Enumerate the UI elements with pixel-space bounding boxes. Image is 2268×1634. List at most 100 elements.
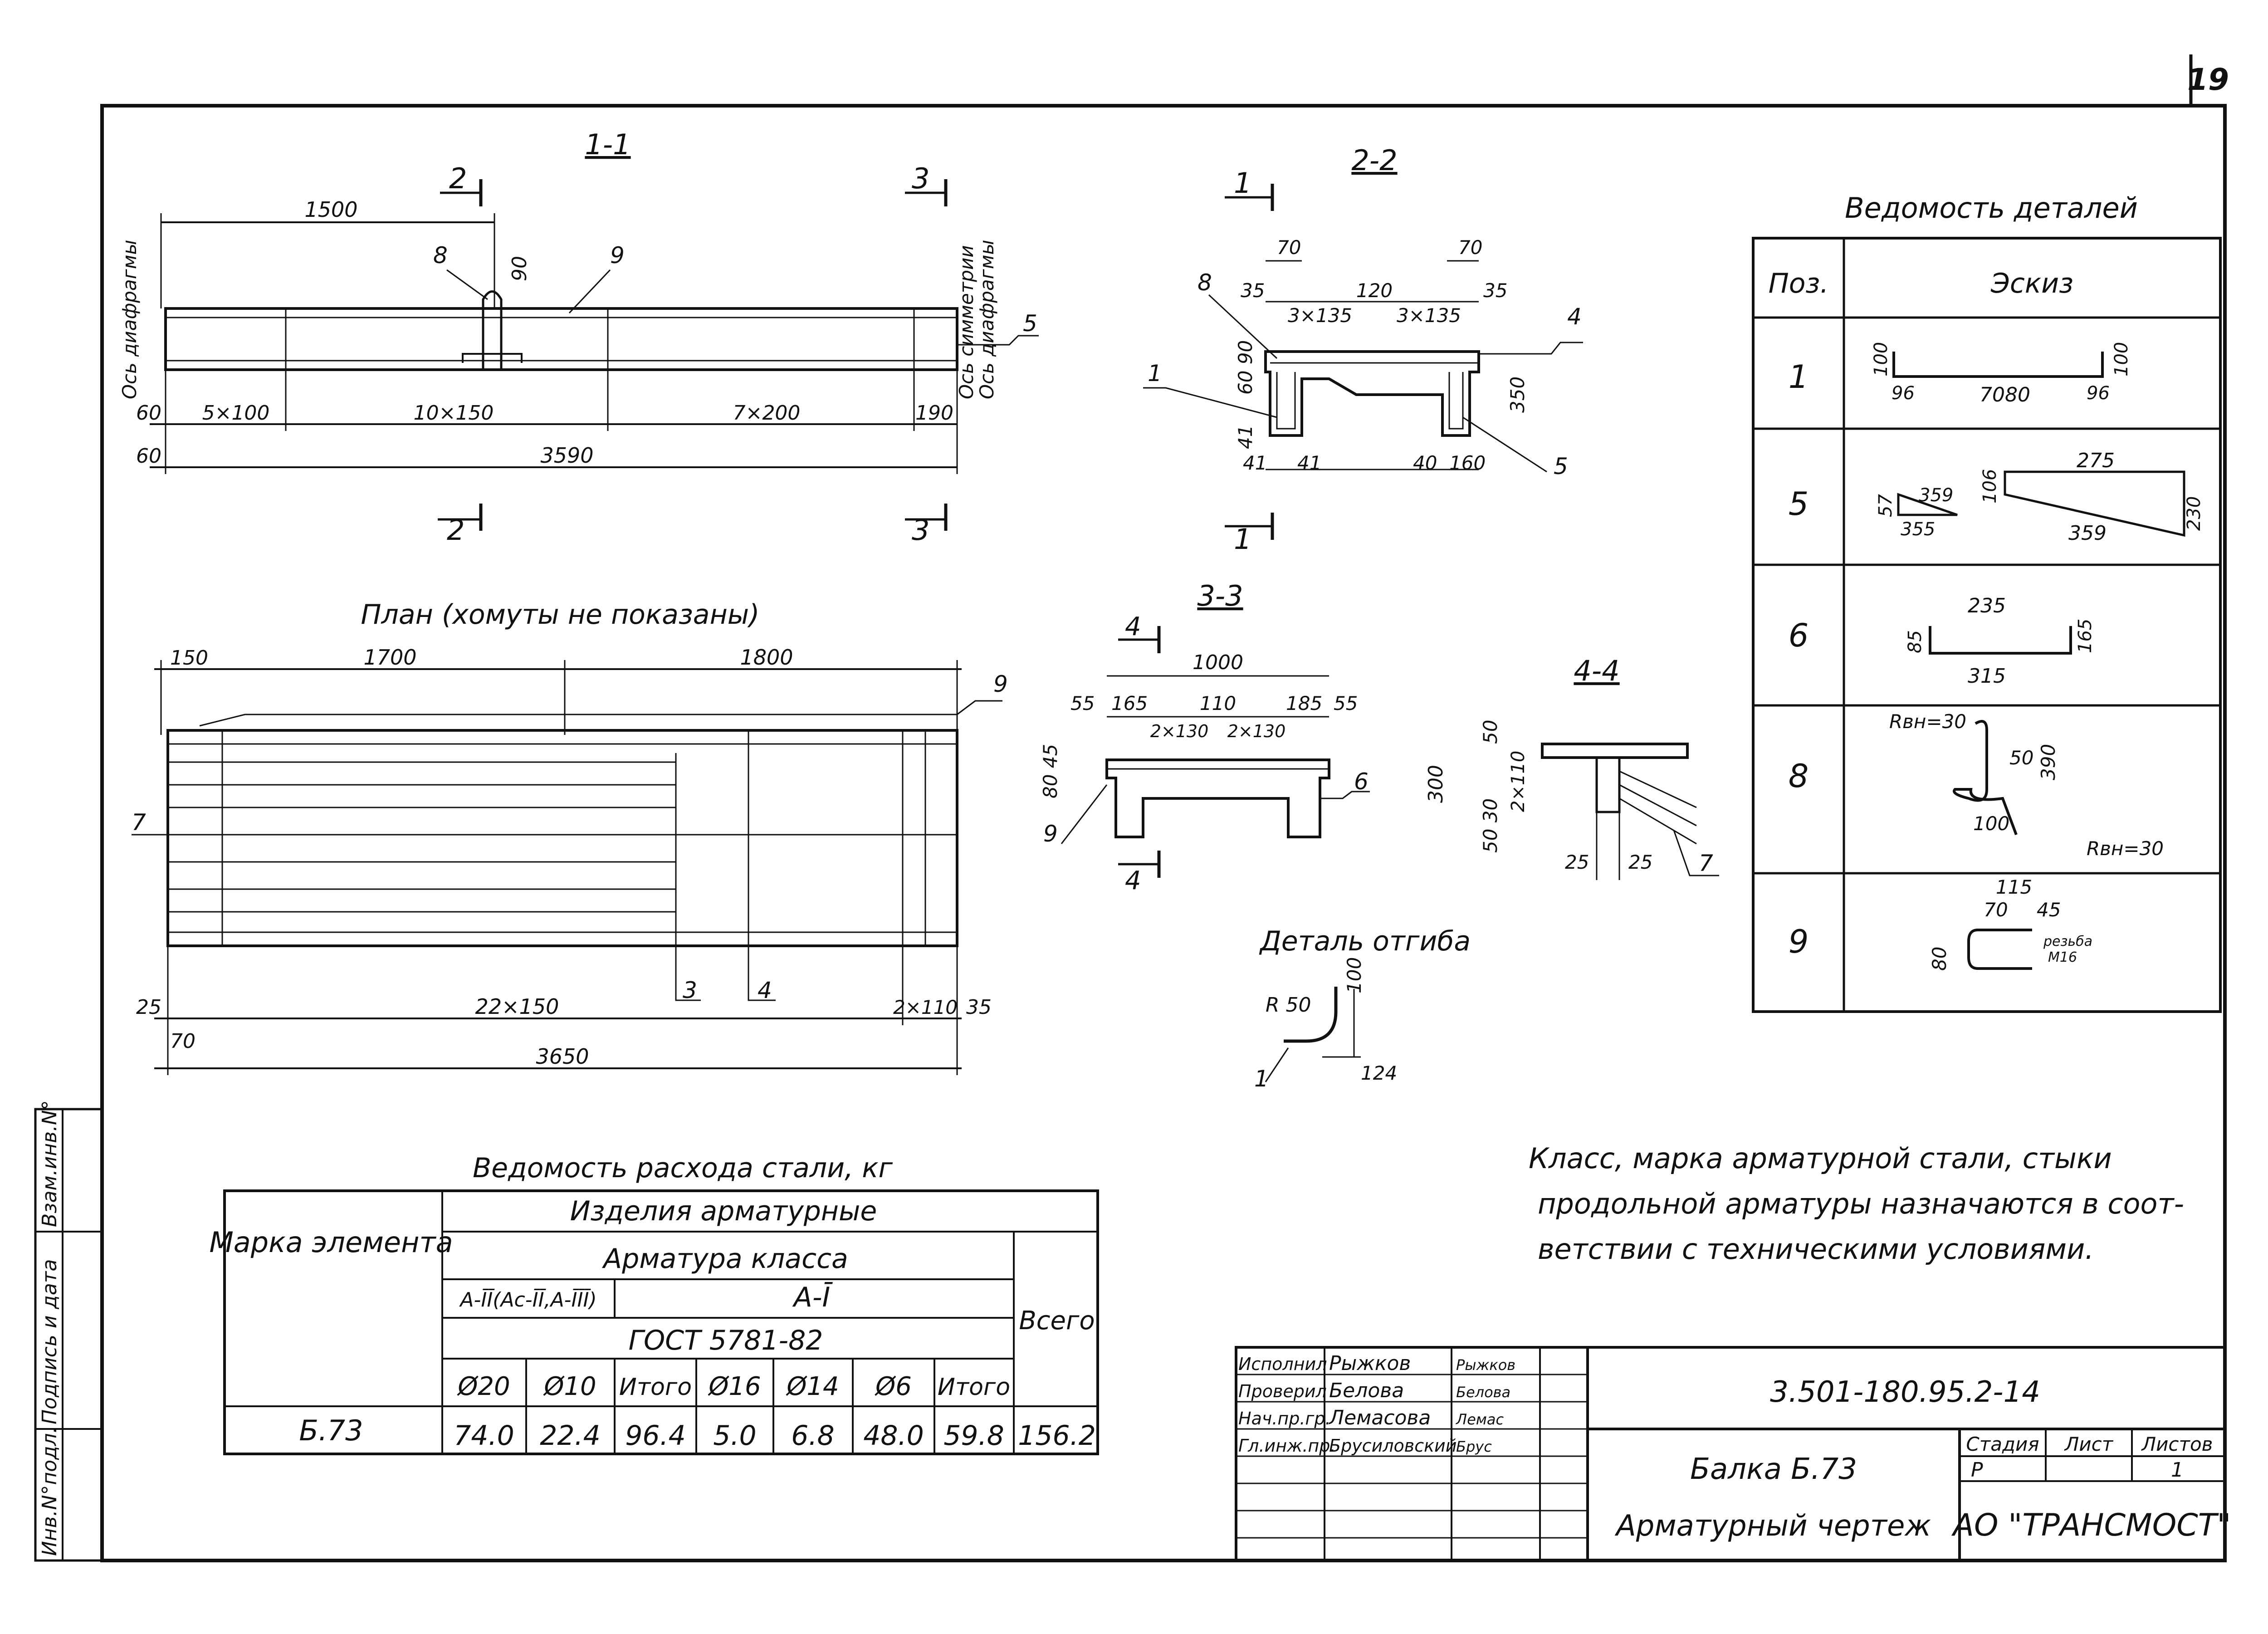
section-2-2-title: 2-2	[1351, 144, 1397, 177]
dim: 100	[2111, 342, 2132, 377]
details-row-pos: 1	[1789, 358, 1809, 396]
pos-8: 8	[433, 242, 448, 269]
dim-3650: 3650	[536, 1044, 589, 1069]
dim: 359	[1919, 485, 1953, 506]
dim: 100	[1973, 812, 2009, 835]
dim: 96	[2087, 383, 2110, 404]
side-vzam-inv: Взам.инв.N°	[38, 1100, 61, 1227]
tb-element-name: Балка Б.73	[1690, 1453, 1857, 1486]
section-4-4-title: 4-4	[1574, 654, 1619, 687]
plan-view: План (хомуты не показаны) 150 1700 1800 …	[132, 599, 1008, 1075]
steel-col: Итого	[619, 1374, 692, 1401]
bend-r50: R 50	[1266, 993, 1311, 1017]
dim-5x100: 5×100	[202, 401, 270, 425]
dim-35: 35	[966, 996, 992, 1019]
dim-3x135-b: 3×135	[1397, 304, 1461, 327]
details-row-pos: 5	[1789, 485, 1809, 523]
dim-60-90: 60 90	[1234, 340, 1256, 395]
axis-symmetry: Ось симметрии	[955, 245, 978, 399]
details-row-pos: 6	[1789, 617, 1809, 654]
details-header-sketch: Эскиз	[1990, 268, 2073, 299]
cut-4-top: 4	[1125, 612, 1141, 641]
dim-60-a: 60	[136, 401, 161, 425]
tb-stage: Р	[1971, 1458, 1983, 1482]
steel-value: 5.0	[713, 1420, 756, 1452]
dim: 50	[2009, 747, 2033, 769]
dim-41-a: 41	[1243, 452, 1267, 474]
dim-41-b: 41	[1297, 452, 1321, 474]
dim-25: 25	[136, 996, 161, 1019]
pos-3: 3	[683, 977, 697, 1003]
dim-40: 40	[1413, 452, 1437, 474]
tb-role: Проверил	[1238, 1381, 1327, 1401]
dim: 390	[2037, 744, 2059, 780]
steel-col: Ø16	[708, 1372, 761, 1401]
steel-total-header: Всего	[1019, 1306, 1095, 1336]
dim-3590: 3590	[540, 443, 593, 468]
section-4-4: 4-4 300 50 2×110 50 30 25 25 7	[1424, 654, 1719, 880]
tb-role: Нач.пр.гр.	[1238, 1409, 1331, 1429]
sheet-frame	[100, 54, 2227, 1562]
details-row-pos: 8	[1789, 758, 1809, 795]
sketch-pos-9	[1967, 929, 2032, 970]
bend-detail-title: Деталь отгиба	[1259, 925, 1471, 957]
pos-1: 1	[1148, 360, 1162, 386]
dim-70-a: 70	[1277, 236, 1301, 259]
dim: 100	[1871, 342, 1892, 377]
pos-9: 9	[1043, 821, 1058, 847]
steel-value: 59.8	[943, 1420, 1004, 1452]
steel-row-mark: Б.73	[299, 1414, 363, 1447]
dim-80-45: 80 45	[1039, 744, 1061, 798]
steel-mark-header: Марка элемента	[209, 1226, 453, 1259]
pos-9: 9	[610, 242, 625, 269]
dim: резьба	[2043, 934, 2092, 949]
dim-2x110: 2×110	[1508, 751, 1529, 812]
sketch-pos-8	[1953, 720, 2018, 836]
cut-2-top: 2	[449, 162, 467, 195]
dim-2x130-a: 2×130	[1150, 721, 1209, 741]
details-header-pos: Поз.	[1769, 268, 1829, 299]
dim: 7080	[1980, 383, 2030, 406]
dim-22x150: 22×150	[475, 994, 559, 1019]
tb-stage-label: Стадия	[1966, 1433, 2039, 1455]
sketch-pos-5-b	[2004, 470, 2185, 537]
dim: 165	[2075, 619, 2096, 653]
section-3-3-title: 3-3	[1197, 579, 1243, 612]
dim-50-a: 50	[1479, 720, 1501, 744]
steel-class-a2: А-ĪĪ(Ас-ĪĪ,А-ĪĪĪ)	[459, 1288, 596, 1311]
tb-sheet-label: Лист	[2064, 1433, 2114, 1455]
dim: 230	[2184, 496, 2204, 531]
dim-2x130-b: 2×130	[1227, 721, 1286, 741]
dim-25-b: 25	[1628, 851, 1652, 873]
section-3-3: 3-3 4 4 1000 55 165 110 185 55 2×130 2×1…	[1039, 579, 1370, 895]
tb-signature: Белова	[1456, 1384, 1510, 1401]
pos-6: 6	[1354, 768, 1369, 795]
dim-2x110: 2×110	[893, 996, 958, 1018]
bend-pos-1: 1	[1254, 1066, 1269, 1092]
steel-table: Ведомость расхода стали, кг Марка элемен…	[209, 1152, 1099, 1455]
tb-sheets: 1	[2171, 1458, 2184, 1482]
tb-designation: 3.501-180.95.2-14	[1770, 1375, 2040, 1409]
tb-signature: Лемас	[1456, 1411, 1504, 1428]
steel-value: 6.8	[791, 1420, 834, 1452]
steel-col: Ø14	[786, 1372, 839, 1401]
dim-120: 120	[1356, 279, 1393, 302]
dim: 355	[1901, 519, 1935, 540]
pos-7: 7	[132, 809, 146, 836]
steel-col: Ø10	[543, 1372, 596, 1401]
steel-class-a1: А-Ī	[792, 1282, 833, 1313]
dim-1700: 1700	[363, 645, 416, 670]
sheet-number: 19	[2187, 62, 2229, 97]
details-table: Ведомость деталей Поз. Эскиз 1 5 6 8 9 1…	[1752, 191, 2222, 1013]
sketch-pos-5-a	[1897, 493, 1958, 516]
dim-165: 165	[1111, 692, 1148, 714]
tb-name: Лемасова	[1328, 1406, 1431, 1429]
pos-4: 4	[758, 977, 772, 1003]
cut-4-bottom: 4	[1125, 866, 1141, 895]
tb-drawing-name: Арматурный чертеж	[1614, 1509, 1931, 1543]
dim: 45	[2037, 899, 2061, 921]
steel-value: 96.4	[625, 1420, 686, 1452]
steel-value: 48.0	[863, 1420, 924, 1452]
dim-190: 190	[915, 401, 953, 425]
cut-3-top: 3	[912, 162, 929, 195]
